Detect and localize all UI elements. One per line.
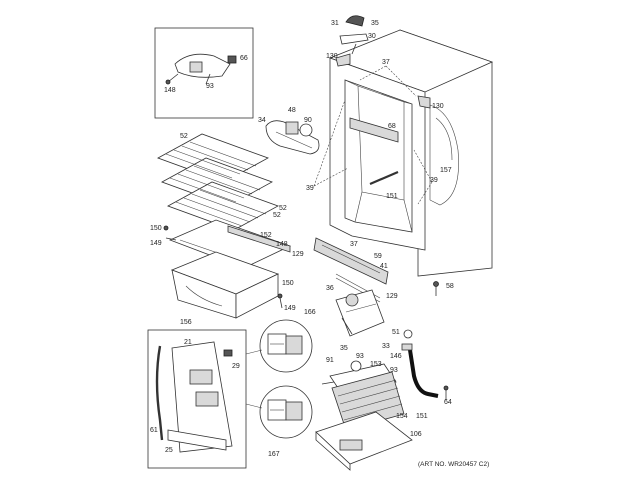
art-number: (ART NO. WR20457 C2) [418, 461, 489, 468]
inset-ice-maker-parts [154, 27, 254, 119]
label-167: 167 [268, 451, 280, 458]
label-37: 37 [350, 241, 358, 248]
label-37: 37 [382, 59, 390, 66]
label-93: 93 [356, 353, 364, 360]
label-149: 149 [284, 305, 296, 312]
label-148: 148 [276, 241, 288, 248]
inset-door-panel [147, 329, 247, 469]
label-36: 36 [326, 285, 334, 292]
label-48: 48 [288, 107, 296, 114]
label-31: 31 [331, 20, 339, 27]
label-30: 30 [368, 33, 376, 40]
evaporator-assembly [315, 360, 413, 471]
label-58: 58 [446, 283, 454, 290]
label-154: 154 [396, 413, 408, 420]
label-90: 90 [304, 117, 312, 124]
label-150: 150 [282, 280, 294, 287]
label-66: 66 [240, 55, 248, 62]
glass-shelf [163, 219, 292, 269]
label-152: 152 [260, 232, 272, 239]
wire-shelves [157, 133, 279, 231]
label-166: 166 [304, 309, 316, 316]
label-39: 39 [306, 185, 314, 192]
label-129: 129 [386, 293, 398, 300]
label-106: 106 [410, 431, 422, 438]
label-130: 130 [326, 53, 338, 60]
crisper-drawer [170, 251, 283, 319]
label-35: 35 [371, 20, 379, 27]
label-34: 34 [258, 117, 266, 124]
label-146: 146 [390, 353, 402, 360]
label-39: 39 [430, 177, 438, 184]
label-153: 153 [370, 361, 382, 368]
cabinet [313, 15, 494, 303]
part-labels: 31 35 30 130 37 130 66 148 93 34 48 90 6… [150, 20, 489, 468]
callout-166 [259, 319, 313, 373]
label-156: 156 [180, 319, 192, 326]
label-151: 151 [386, 193, 398, 200]
label-130: 130 [432, 103, 444, 110]
label-52: 52 [273, 212, 281, 219]
callout-167 [259, 385, 313, 439]
label-51: 51 [392, 329, 400, 336]
label-64: 64 [444, 399, 452, 406]
label-61: 61 [150, 427, 158, 434]
label-29: 29 [232, 363, 240, 370]
label-129: 129 [292, 251, 304, 258]
label-157: 157 [440, 167, 452, 174]
control-bracket [335, 289, 385, 337]
label-41: 41 [380, 263, 388, 270]
label-21: 21 [184, 339, 192, 346]
label-150: 150 [150, 225, 162, 232]
label-148: 148 [164, 87, 176, 94]
drain-hose [401, 329, 449, 400]
label-35: 35 [340, 345, 348, 352]
label-68: 68 [388, 123, 396, 130]
label-33: 33 [382, 343, 390, 350]
label-93: 93 [390, 367, 398, 374]
label-149: 149 [150, 240, 162, 247]
label-151: 151 [416, 413, 428, 420]
light-housing [265, 120, 320, 155]
label-25: 25 [165, 447, 173, 454]
label-59: 59 [374, 253, 382, 260]
label-91: 91 [326, 357, 334, 364]
label-52: 52 [180, 133, 188, 140]
label-93: 93 [206, 83, 214, 90]
label-52: 52 [279, 205, 287, 212]
